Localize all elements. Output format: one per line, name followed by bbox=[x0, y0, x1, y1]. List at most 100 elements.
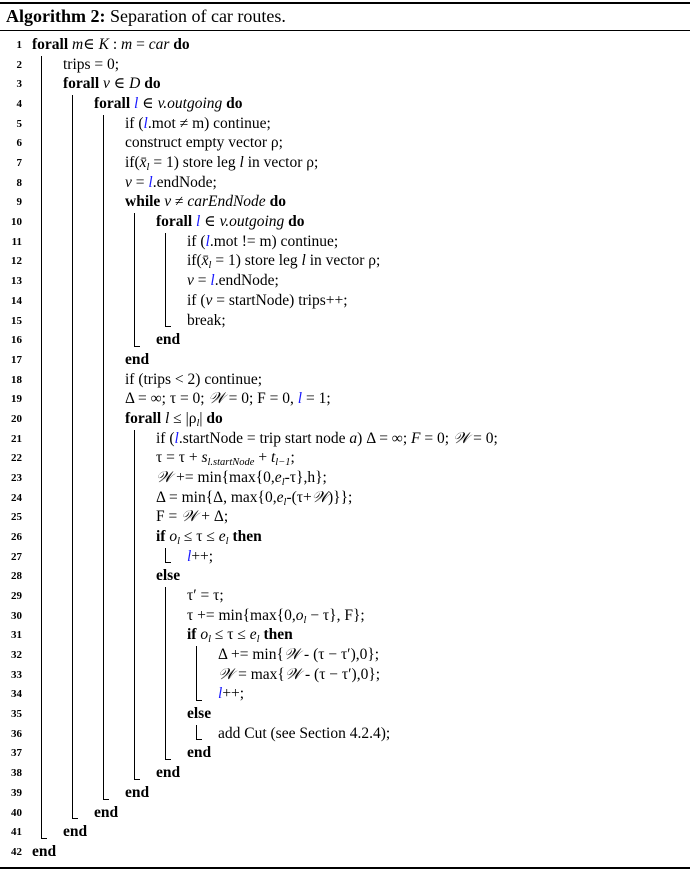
code-text: end bbox=[63, 821, 87, 843]
code-token: ; bbox=[290, 449, 295, 467]
keyword: end bbox=[187, 744, 212, 762]
line-number: 17 bbox=[11, 353, 22, 366]
code-token: if( bbox=[187, 252, 202, 270]
line-number: 14 bbox=[11, 294, 22, 307]
code-token: if ( bbox=[187, 232, 206, 250]
line-number: 28 bbox=[11, 570, 22, 583]
code-token: l bbox=[303, 614, 307, 626]
indent-guide bbox=[165, 547, 171, 564]
code-token: l bbox=[283, 496, 287, 508]
line-number: 41 bbox=[11, 826, 22, 839]
line-number: 9 bbox=[16, 196, 23, 209]
code-token: v.outgoing bbox=[157, 95, 223, 113]
code-token: if( bbox=[125, 154, 140, 172]
code-token: = 0; F = 0, bbox=[224, 390, 298, 408]
code-token: F bbox=[411, 429, 421, 447]
keyword: forall bbox=[32, 36, 73, 53]
line-number: 27 bbox=[11, 550, 22, 563]
keyword: forall bbox=[63, 75, 104, 93]
keyword: do bbox=[222, 95, 243, 113]
code-token: l bbox=[218, 685, 223, 703]
code-token: ∈ bbox=[109, 75, 130, 93]
code-token: 𝒲 bbox=[283, 646, 301, 664]
indent-guide bbox=[134, 213, 140, 347]
code-token: ∈ bbox=[138, 95, 158, 113]
line-number: 24 bbox=[11, 491, 22, 504]
line-number: 35 bbox=[11, 708, 22, 721]
code-token: in vector ρ; bbox=[243, 154, 319, 172]
code-token: l.startNode bbox=[207, 457, 255, 469]
indent-guide bbox=[165, 587, 171, 761]
code-token: l−1 bbox=[275, 457, 291, 469]
code-text: if (l.startNode = trip start node a) Δ =… bbox=[156, 428, 498, 450]
indent-guide bbox=[134, 429, 140, 781]
code-token: 𝒲 bbox=[208, 390, 225, 408]
line-number: 20 bbox=[11, 412, 22, 425]
code-token: = 0; bbox=[420, 429, 453, 447]
code-token: in vector ρ; bbox=[305, 252, 381, 270]
code-token: -(τ+ bbox=[286, 488, 312, 506]
code-token: m bbox=[72, 36, 84, 53]
code-token: a bbox=[349, 429, 358, 447]
keyword: if bbox=[156, 528, 170, 545]
line-number: 31 bbox=[11, 629, 22, 642]
code-token: if (trips < 2) continue; bbox=[125, 370, 263, 388]
code-token: ++; bbox=[191, 547, 214, 565]
code-token: l bbox=[134, 95, 139, 113]
code-token: − τ}, F}; bbox=[306, 606, 365, 624]
code-token: l bbox=[225, 536, 229, 547]
line-number: 2 bbox=[16, 58, 23, 71]
keyword: end bbox=[156, 331, 181, 349]
line-number: 25 bbox=[11, 511, 22, 524]
keyword: end bbox=[32, 842, 57, 860]
code-text: construct empty vector ρ; bbox=[125, 132, 283, 154]
code-token: l bbox=[256, 634, 260, 646]
code-token: = 0; bbox=[469, 429, 498, 447]
code-text: else bbox=[187, 703, 211, 725]
code-token: carEndNode bbox=[187, 193, 266, 211]
code-text: if (trips < 2) continue; bbox=[125, 369, 262, 391]
keyword: do bbox=[169, 36, 190, 53]
code-token: .endNode; bbox=[214, 272, 279, 290]
keyword: forall bbox=[94, 95, 135, 113]
line-number: 36 bbox=[11, 727, 22, 740]
line-number: 10 bbox=[11, 216, 22, 229]
line-number: 15 bbox=[11, 314, 22, 327]
code-token: l bbox=[301, 252, 306, 270]
code-token: Δ = min{Δ, max{0, bbox=[156, 488, 277, 506]
keyword: then bbox=[259, 626, 293, 644]
code-token: Δ += min{ bbox=[218, 646, 284, 664]
code-token: t bbox=[270, 449, 276, 467]
caption-label: Algorithm 2: bbox=[6, 6, 106, 26]
code-text: Δ = ∞; τ = 0; 𝒲 = 0; F = 0, l = 1; bbox=[125, 388, 331, 410]
line-number: 38 bbox=[11, 767, 22, 780]
code-token: v bbox=[205, 291, 213, 309]
code-token: car bbox=[148, 36, 170, 53]
code-token: 𝒲 bbox=[284, 665, 302, 683]
code-token: ≤ τ ≤ bbox=[180, 528, 219, 545]
code-token: = bbox=[193, 272, 211, 290]
keyword: end bbox=[63, 823, 88, 841]
code-text: 𝒲 = max{𝒲 - (τ − τ′),0}; bbox=[218, 664, 380, 686]
keyword: if bbox=[187, 626, 201, 644]
code-token: )}}; bbox=[327, 488, 353, 506]
code-token: if ( bbox=[187, 291, 206, 309]
code-token: = max{ bbox=[234, 665, 285, 683]
code-token: ++; bbox=[222, 685, 245, 703]
keyword: do bbox=[206, 409, 223, 427]
code-token: = bbox=[132, 36, 149, 53]
line-number: 23 bbox=[11, 471, 22, 484]
code-token: l bbox=[143, 114, 148, 132]
code-token: τ = τ + bbox=[156, 449, 202, 467]
code-text: Δ += min{𝒲 - (τ − τ′),0}; bbox=[218, 644, 379, 666]
line-number: 22 bbox=[11, 452, 22, 465]
code-token: l bbox=[208, 260, 212, 272]
line-number: 40 bbox=[11, 806, 22, 819]
code-token: o bbox=[200, 626, 209, 644]
code-token: v bbox=[187, 272, 194, 290]
code-text: τ = τ + sl.startNode + tl−1; bbox=[156, 447, 295, 474]
code-text: add Cut (see Section 4.2.4); bbox=[218, 723, 390, 745]
line-number: 16 bbox=[11, 334, 22, 347]
indent-guide bbox=[72, 95, 78, 820]
code-token: v bbox=[164, 193, 172, 211]
